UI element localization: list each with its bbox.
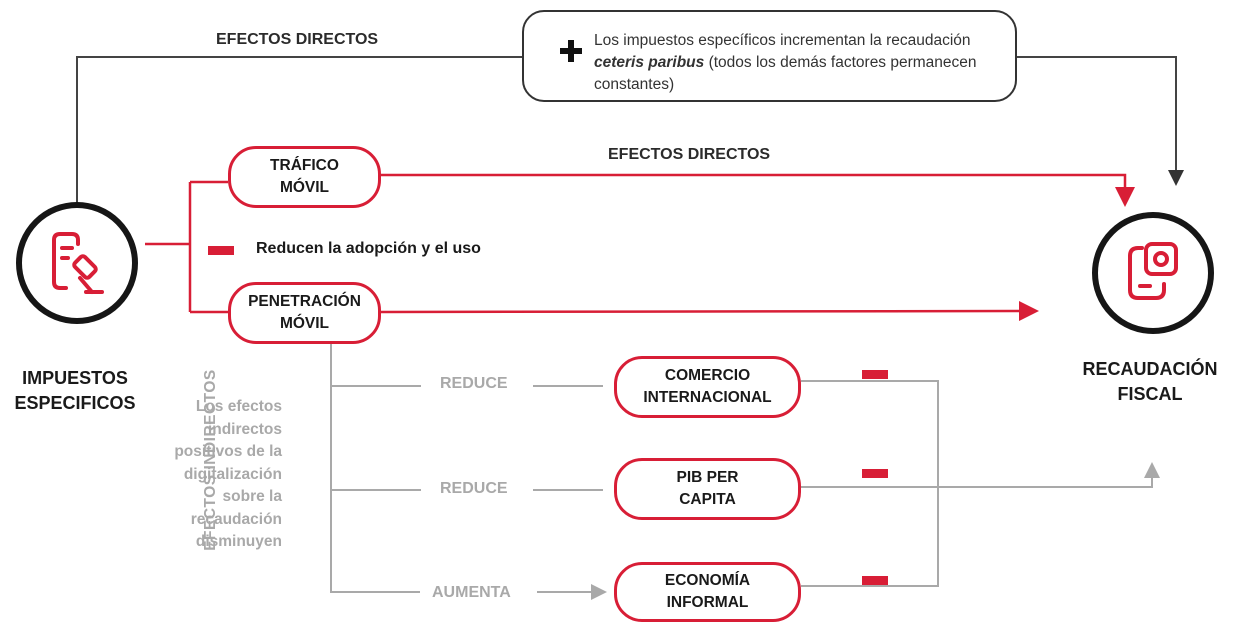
ceteris-paribus-note: Los impuestos específicos incrementan la… bbox=[522, 10, 1017, 102]
phone-coin-icon bbox=[1128, 242, 1178, 300]
minus-icon bbox=[208, 246, 234, 255]
indirect-side-note: Los efectos indirectos positivos de la d… bbox=[174, 398, 282, 550]
indirect-collector bbox=[801, 380, 939, 587]
minus-icon-informal bbox=[862, 576, 888, 585]
pib-per-capita-node: PIB PER CAPITA bbox=[614, 458, 801, 520]
minus-icon-comercio bbox=[862, 370, 888, 379]
impuestos-node bbox=[16, 202, 138, 324]
pib-to-recaudacion bbox=[801, 462, 1160, 488]
note-text: Los impuestos específicos incrementan la… bbox=[594, 32, 977, 93]
top-direct-path-right bbox=[1016, 56, 1184, 186]
indirect-trunk bbox=[330, 342, 420, 593]
top-direct-path bbox=[76, 56, 523, 208]
branch-verb-1: REDUCE bbox=[440, 375, 508, 392]
top-direct-label: EFECTOS DIRECTOS bbox=[216, 31, 379, 48]
impuestos-caption: IMPUESTOS ESPECIFICOS bbox=[14, 368, 136, 413]
penetracion-arrow bbox=[380, 301, 1039, 322]
trafico-arrow bbox=[381, 173, 1135, 207]
recaudacion-caption: RECAUDACIÓN FISCAL bbox=[1082, 359, 1218, 404]
indirect-vertical-label: EFECTOS INDIRECTOS bbox=[202, 369, 219, 551]
recaudacion-node bbox=[1092, 212, 1214, 334]
red-bus bbox=[145, 180, 228, 314]
document-gavel-icon bbox=[52, 232, 104, 294]
minus-icon-pib bbox=[862, 469, 888, 478]
branch-verb-3: AUMENTA bbox=[432, 584, 511, 601]
penetracion-movil-node: PENETRACIÓN MÓVIL bbox=[228, 282, 381, 344]
branch-verb-2: REDUCE bbox=[440, 480, 508, 497]
minus-note: Reducen la adopción y el uso bbox=[256, 240, 481, 257]
comercio-internacional-node: COMERCIO INTERNACIONAL bbox=[614, 356, 801, 418]
middle-direct-label: EFECTOS DIRECTOS bbox=[608, 146, 771, 163]
economia-informal-node: ECONOMÍA INFORMAL bbox=[614, 562, 801, 622]
trafico-movil-node: TRÁFICO MÓVIL bbox=[228, 146, 381, 208]
plus-icon bbox=[560, 40, 582, 62]
